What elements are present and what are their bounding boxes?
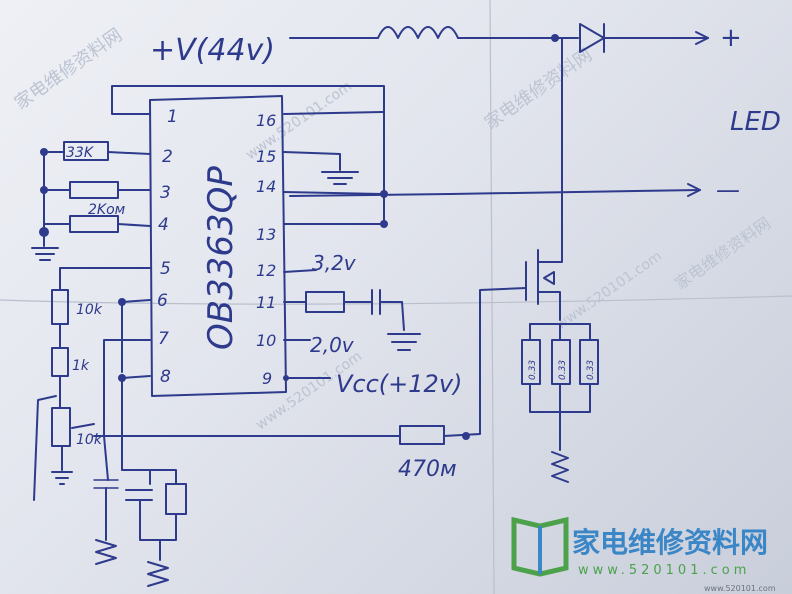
corner-url: www.520101.com [704,584,776,593]
resistor-pin4 [69,215,119,233]
pin-13: 13 [256,225,276,244]
timing-network [93,298,187,587]
mosfet-gate [525,249,539,305]
resistor-1k [51,347,69,377]
led-label: LED [730,107,781,137]
watermark-faint-6: 家电维修资料网 [671,213,774,293]
gate-drive: 470м [93,37,563,482]
output-plus-label: + [720,23,742,53]
pin-10: 10 [256,331,276,350]
pin-5: 5 [160,259,171,279]
capacitor-pin11 [343,289,403,315]
resistor-470 [399,425,445,445]
pin-4: 4 [158,215,169,235]
ground-zigzag-3 [551,451,569,483]
supply-rail: +V(44v) + LED — [150,23,781,204]
gate-resistor-label: 470м [398,457,457,482]
output-minus-label: — [716,176,740,204]
watermark-faint-4: www.520101.com [553,248,665,333]
resistor-2k [69,181,119,199]
pin-16: 16 [256,111,276,130]
resistor-33k-label: 33K [66,145,95,161]
pin-2: 2 [162,147,173,167]
pins-16-13-bus [283,111,388,228]
ic-ob3363qp: OB3363QP [149,95,287,397]
resistor-10k-a-label: 10k [76,302,103,318]
capacitor-pin8 [125,489,153,501]
right-pin-connections: 3,2v 2,0v Vcc(+12v) [283,251,462,398]
mosfet-channel [537,37,563,321]
pin-6: 6 [157,291,168,311]
pin1-feedback-wire [111,85,385,115]
ground-symbol-left [31,235,59,261]
resistor-pin11 [305,291,345,313]
ground-zigzag-1 [95,539,117,565]
pin-3: 3 [160,183,171,203]
left-resistor-network: 33K 2Kом 10k 1k 10k [31,141,151,501]
ground-symbol-pin11 [387,301,421,351]
ground-symbol-pot [51,445,73,485]
ground-zigzag-2 [147,561,169,587]
left-pin-numbers: 1 2 3 4 5 6 7 8 [157,107,178,387]
capacitor-pin7 [93,479,119,489]
pin-12: 12 [256,261,276,280]
watermark-faint-1: 家电维修资料网 [11,25,126,114]
pin-1: 1 [167,107,178,127]
pin-7: 7 [158,329,169,349]
resistor-10k-b-label: 10k [76,432,103,448]
diode-symbol [579,23,605,53]
sense-r3-label: 0.33 [586,360,596,380]
logo-site-url: www.520101.com [578,563,750,578]
site-logo-watermark: 家电维修资料网 www.520101.com www.520101.com [511,516,776,593]
pin-14: 14 [256,177,276,196]
pin-9: 9 [262,369,272,388]
resistor-10k-a [51,289,69,325]
right-pin-numbers: 16 15 14 13 12 11 10 9 [256,111,276,388]
inductor-symbol [377,26,459,39]
capacitor-film [165,483,187,515]
pin12-voltage: 3,2v [312,251,357,275]
supply-voltage-label: +V(44v) [150,33,275,68]
sense-resistors: 0.33 0.33 0.33 [521,323,599,483]
ground-symbol-pin15 [321,171,359,185]
pin-15: 15 [256,147,276,166]
ic-part-number: OB3363QP [201,166,241,350]
pin-8: 8 [160,367,171,387]
pin-11: 11 [256,293,276,312]
resistor-2k-label: 2Kом [88,202,126,218]
sense-r1-label: 0.33 [528,360,538,380]
resistor-1k-label: 1k [72,358,90,374]
watermark-faint-3: 家电维修资料网 [481,45,596,134]
junction-dot [551,34,559,42]
sense-r2-label: 0.33 [558,360,568,380]
potentiometer-10k [51,407,71,447]
logo-site-name: 家电维修资料网 [572,526,768,559]
vcc-label: Vcc(+12v) [336,370,462,398]
pin10-voltage: 2,0v [310,333,355,357]
